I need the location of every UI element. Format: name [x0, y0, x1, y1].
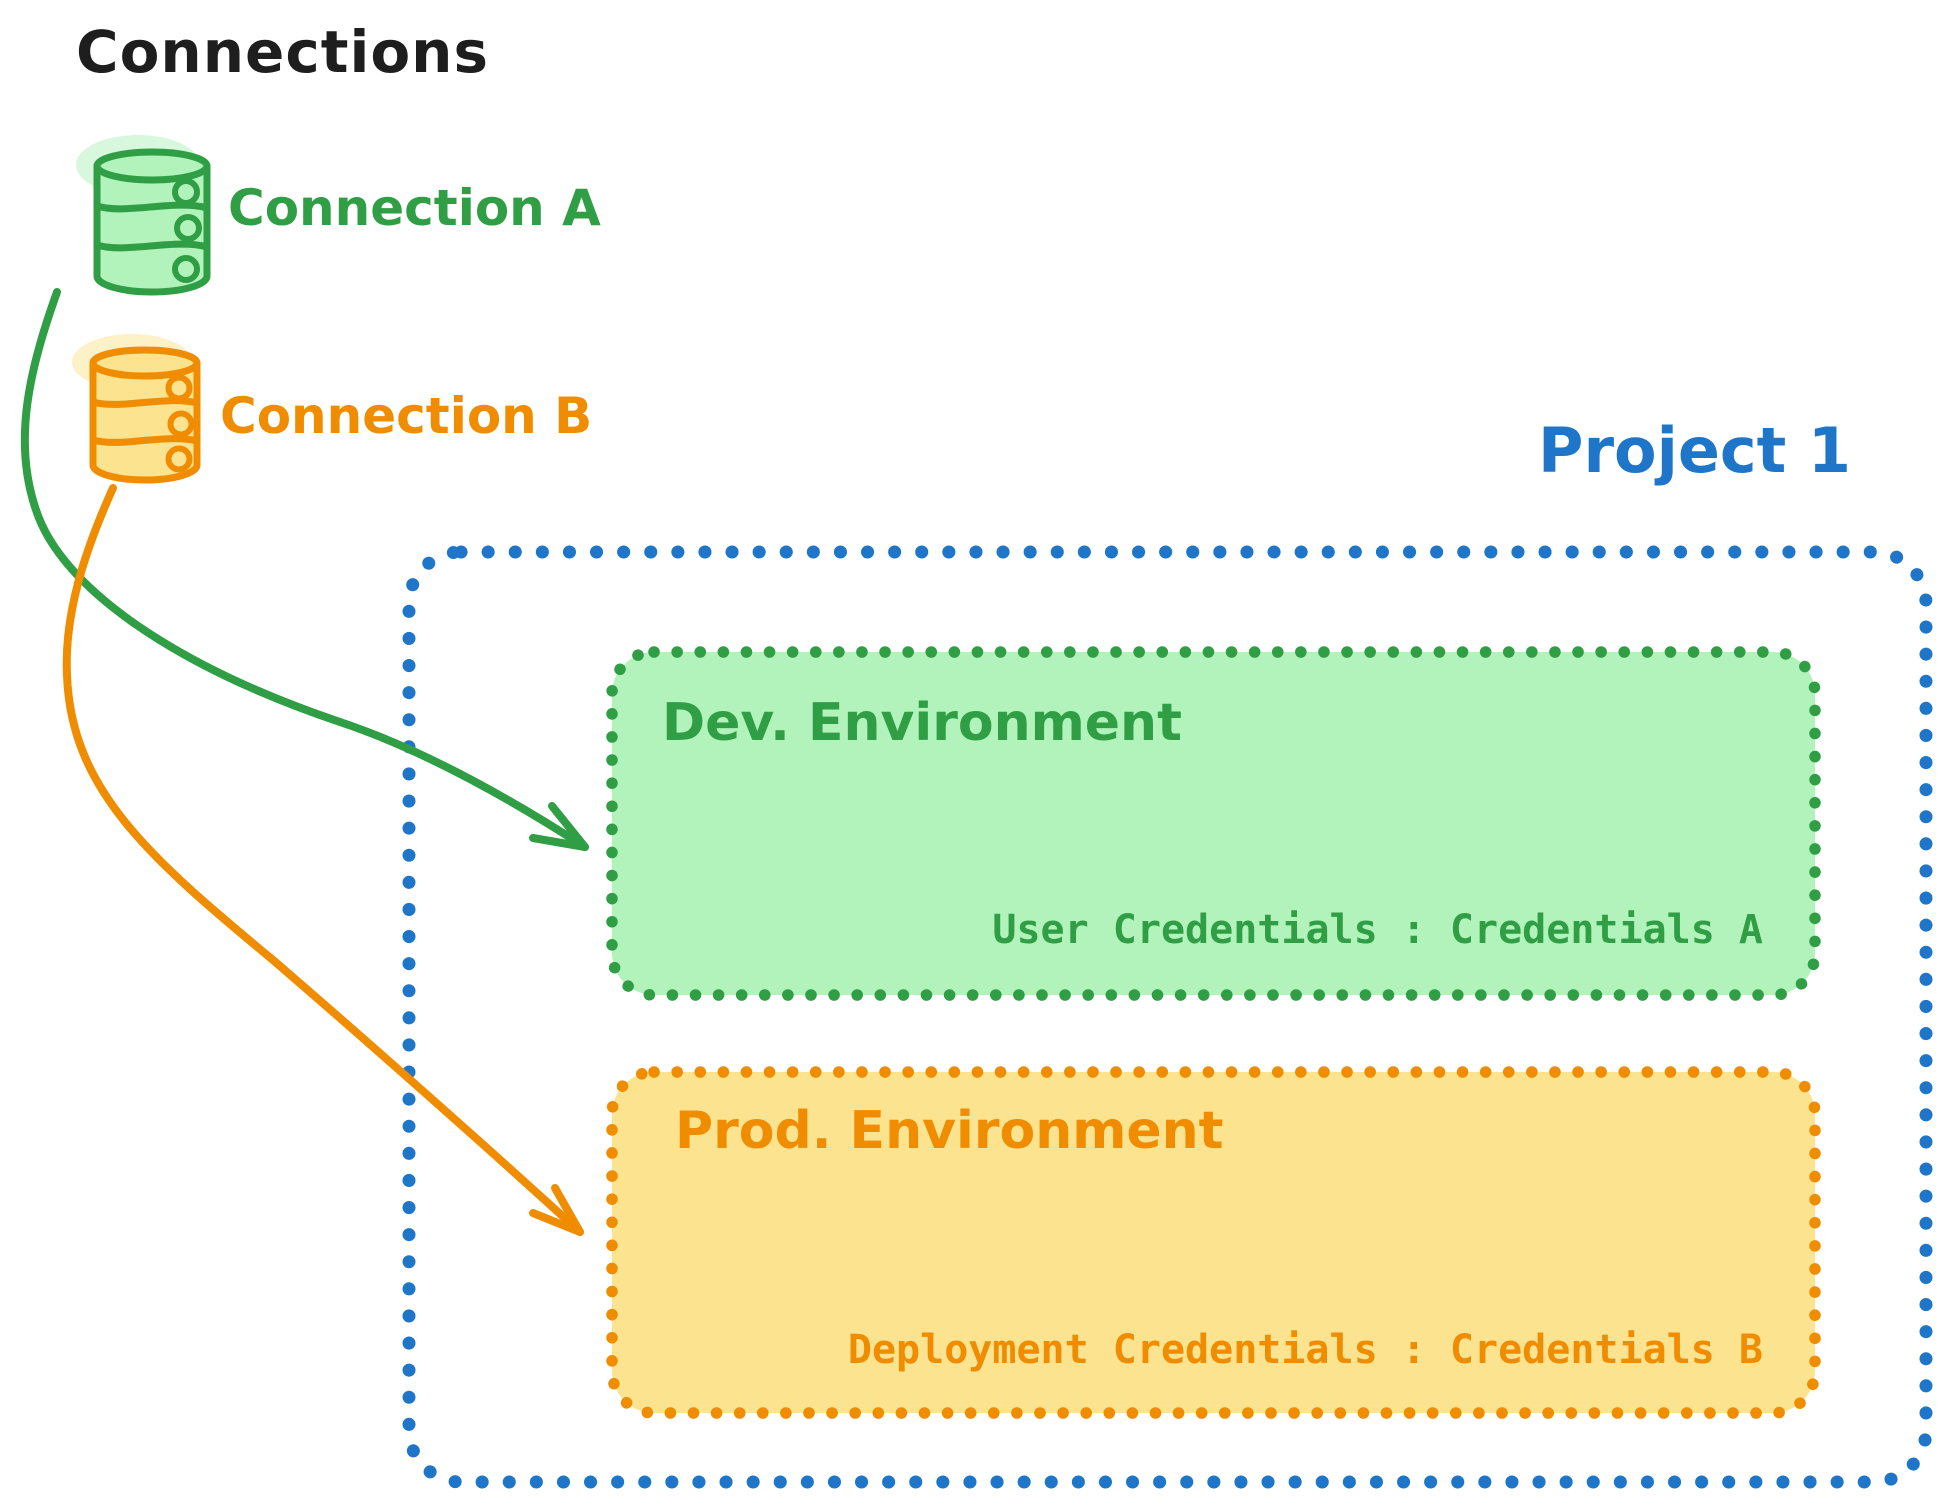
project-title: Project 1: [1538, 414, 1852, 487]
prod-environment-box: [606, 1066, 1821, 1419]
connection-a-database-icon: [76, 135, 211, 296]
arrowhead-icon: [529, 802, 589, 851]
dev-environment-title: Dev. Environment: [662, 693, 1182, 753]
connection-a-to-dev-arrow: [20, 288, 589, 851]
dev-credentials-text: User Credentials : Credentials A: [992, 907, 1763, 953]
arrow-line: [20, 288, 589, 851]
prod-environment-title: Prod. Environment: [675, 1101, 1224, 1161]
diagram-title: Connections: [76, 18, 489, 86]
database-divider: [89, 435, 201, 446]
database-top: [93, 148, 211, 184]
database-divider: [93, 201, 211, 213]
database-dot: [165, 374, 193, 402]
database-dot: [172, 178, 200, 206]
dev-environment-box: [606, 646, 1821, 1001]
arrowhead-icon: [529, 1184, 584, 1236]
project-box: [402, 545, 1933, 1489]
connection-b-database-icon: [72, 334, 201, 484]
database-divider: [93, 240, 211, 252]
database-dot: [165, 445, 193, 473]
prod-credentials-text: Deployment Credentials : Credentials B: [847, 1327, 1763, 1373]
database-top: [89, 346, 201, 380]
database-dot: [167, 410, 195, 438]
database-dot: [174, 214, 202, 242]
database-divider: [89, 397, 201, 408]
arrow-line: [62, 484, 584, 1236]
connection-b-label: Connection B: [220, 387, 593, 445]
connection-a-label: Connection A: [228, 179, 601, 237]
connection-b-to-prod-arrow: [62, 484, 584, 1236]
database-dot: [172, 255, 200, 283]
